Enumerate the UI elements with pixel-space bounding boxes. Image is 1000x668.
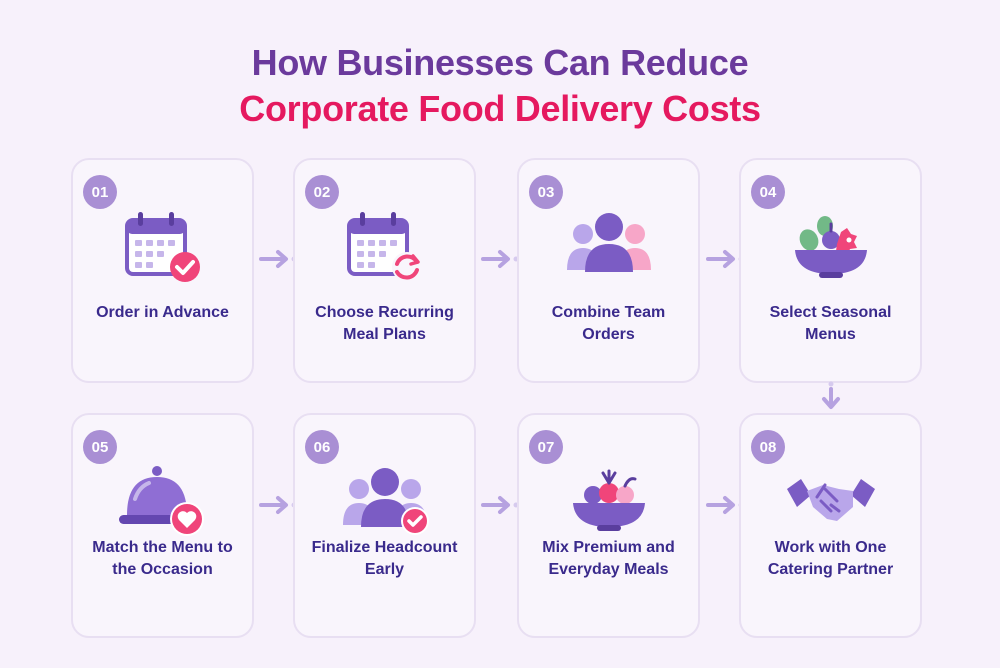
title-line-1: How Businesses Can Reduce [251, 42, 749, 83]
arrow-right-icon [259, 496, 297, 514]
calendar-check-icon [124, 212, 200, 282]
step-number-badge: 02 [305, 175, 339, 209]
step-label: Finalize Headcount Early [311, 539, 458, 578]
arrow-down-icon [822, 381, 840, 409]
step-label: Mix Premium and Everyday Meals [542, 539, 675, 578]
step-card-7: 07 Mix Premium and Everyday Meals [517, 413, 700, 638]
step-card-6: 06 Finalize Headcount Early [293, 413, 476, 638]
step-label: Select Seasonal Menus [769, 304, 892, 343]
step-card-4: 04 Select Seasonal Menus [739, 158, 922, 383]
arrow-right-icon [259, 250, 297, 268]
cloche-heart-icon [118, 466, 204, 536]
step-card-1: 01 Order in Advance [71, 158, 254, 383]
fruit-bowl-icon [572, 469, 645, 531]
step-number-badge: 04 [751, 175, 785, 209]
step-card-3: 03 Combine Team Orders [517, 158, 700, 383]
step-label: Choose Recurring Meal Plans [315, 304, 454, 343]
step-label: Order in Advance [96, 304, 229, 321]
step-number-badge: 08 [751, 430, 785, 464]
step-number-badge: 01 [83, 175, 117, 209]
arrow-right-icon [481, 496, 519, 514]
title-line-2: Corporate Food Delivery Costs [239, 88, 761, 129]
step-card-5: 05 Match the Menu to the Occasion [71, 413, 254, 638]
step-number-badge: 07 [529, 430, 563, 464]
handshake-icon [786, 479, 875, 521]
step-card-2: 02 Choose Recurring Meal Plans [293, 158, 476, 383]
calendar-recurring-icon [346, 212, 422, 282]
step-label: Match the Menu to the Occasion [92, 539, 233, 578]
step-label: Work with One Catering Partner [767, 539, 894, 578]
step-number-badge: 06 [305, 430, 339, 464]
salad-bowl-icon [794, 216, 867, 278]
step-card-8: 08 Work with One Catering Partner [739, 413, 922, 638]
step-number-badge: 03 [529, 175, 563, 209]
team-group-icon [566, 213, 651, 272]
team-check-icon [342, 468, 429, 535]
step-label: Combine Team Orders [551, 304, 666, 343]
arrow-right-icon [481, 250, 519, 268]
step-number-badge: 05 [83, 430, 117, 464]
